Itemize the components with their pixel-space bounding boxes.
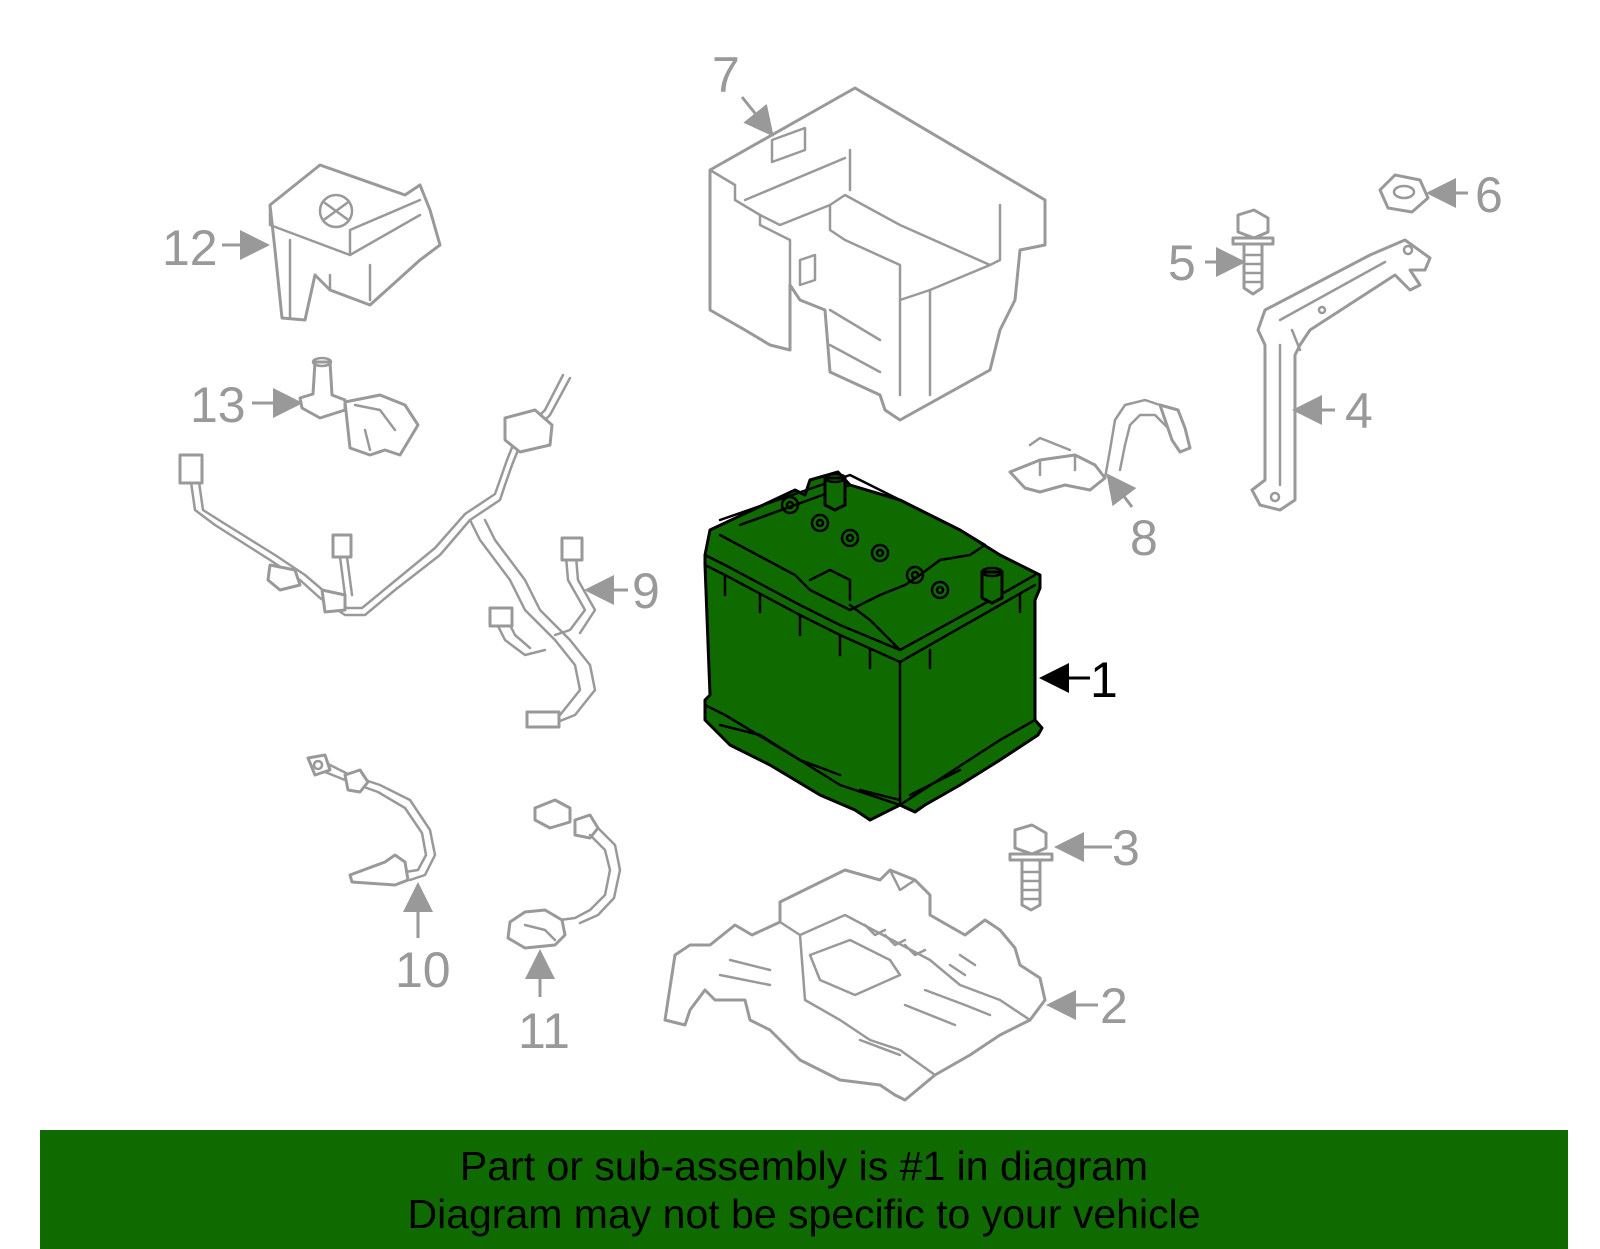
callout-1: 1: [1090, 652, 1118, 708]
callout-3: 3: [1112, 820, 1140, 876]
info-banner: Part or sub-assembly is #1 in diagram Di…: [40, 1130, 1568, 1249]
banner-line-2: Diagram may not be specific to your vehi…: [407, 1191, 1201, 1237]
parts-diagram: 1 2 3 4 5 6 7 8 9 10 11 12 13: [162, 47, 1503, 1102]
part-11-sensor-cable: [506, 798, 622, 950]
part-9-wiring-harness: [178, 373, 597, 729]
callout-9: 9: [632, 563, 660, 619]
callout-10: 10: [395, 942, 451, 998]
part-13-sensor: [298, 356, 420, 457]
part-1-battery: [703, 470, 1044, 822]
part-10-cable: [306, 753, 437, 887]
callout-2: 2: [1100, 978, 1128, 1034]
banner-line-1: Part or sub-assembly is #1 in diagram: [459, 1143, 1149, 1189]
part-7-battery-cover: [708, 86, 1047, 422]
callout-arrows: [222, 96, 1468, 1020]
part-4-hold-down-bracket: [1250, 238, 1432, 512]
part-8-sensor-bracket: [1008, 398, 1192, 494]
callout-6: 6: [1475, 167, 1503, 223]
callout-5: 5: [1168, 235, 1196, 291]
part-12-terminal-cover: [268, 163, 442, 322]
callout-12: 12: [162, 220, 218, 276]
part-5-bolt: [1231, 208, 1275, 296]
callout-labels: 1 2 3 4 5 6 7 8 9 10 11 12 13: [162, 47, 1503, 1059]
callout-7: 7: [712, 47, 740, 103]
part-2-battery-tray: [663, 868, 1047, 1102]
callout-13: 13: [190, 377, 246, 433]
callout-11: 11: [518, 1003, 570, 1059]
part-3-bolt: [1008, 823, 1054, 912]
callout-4: 4: [1345, 383, 1373, 439]
callout-8: 8: [1130, 510, 1158, 566]
part-6-nut: [1378, 173, 1430, 214]
